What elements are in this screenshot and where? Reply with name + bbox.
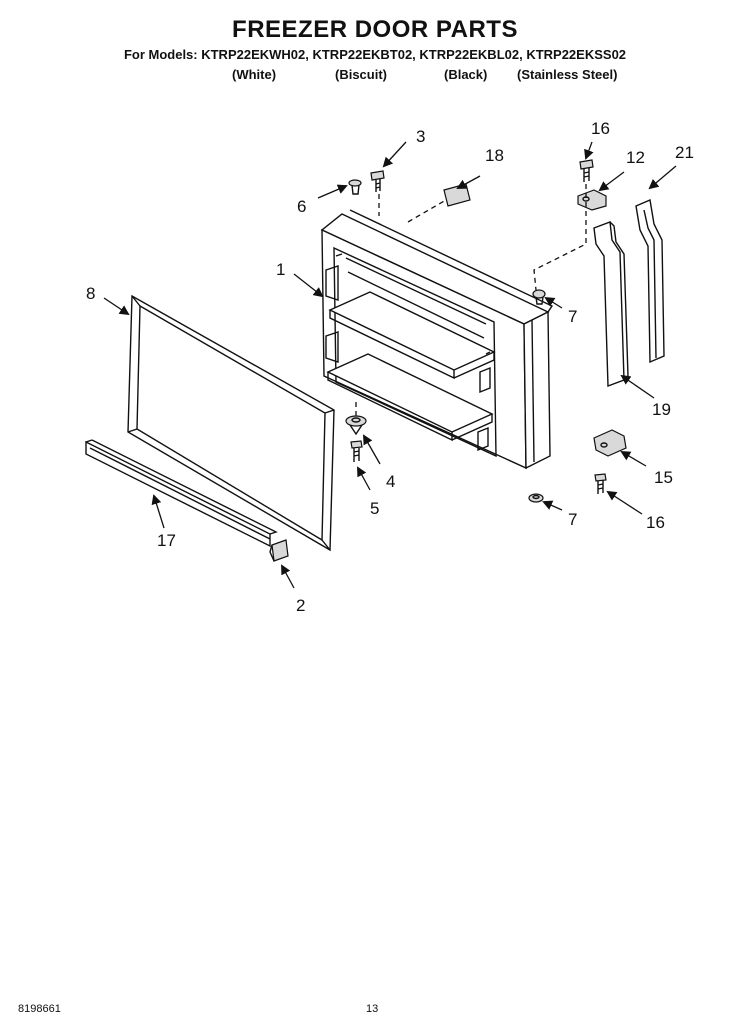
part-door-gasket <box>127 294 335 552</box>
part-screw-bottom <box>350 440 363 462</box>
part-hinge-bushing <box>528 493 544 503</box>
part-hinge-plug-top <box>532 289 546 305</box>
variant-stainless-steel: (Stainless Steel) <box>517 67 618 82</box>
part-hinge-screw-bottom <box>594 473 607 494</box>
callout-16-bottom: 16 <box>646 513 665 532</box>
document-number: 8198661 <box>18 1003 61 1015</box>
callout-4: 4 <box>386 472 395 491</box>
callout-6: 6 <box>297 197 306 216</box>
part-door-handle <box>635 199 665 364</box>
callout-7-bottom: 7 <box>568 510 577 529</box>
callout-leaders <box>103 141 677 589</box>
callout-7-top: 7 <box>568 307 577 326</box>
callout-16-top: 16 <box>591 119 610 138</box>
callout-17: 17 <box>157 531 176 550</box>
part-screw-top <box>370 170 385 192</box>
callout-21: 21 <box>675 143 694 162</box>
callout-1: 1 <box>276 260 285 279</box>
callout-5: 5 <box>370 499 379 518</box>
part-plug-top <box>348 179 362 195</box>
part-top-hinge <box>577 189 607 211</box>
variant-biscuit: (Biscuit) <box>335 67 387 82</box>
page-number: 13 <box>366 1003 379 1015</box>
part-handle-trim <box>593 221 629 387</box>
part-freezer-door-assembly <box>320 209 554 470</box>
callout-8: 8 <box>86 284 95 303</box>
part-hinge-screw-top <box>579 159 594 182</box>
model-list: For Models: KTRP22EKWH02, KTRP22EKBT02, … <box>123 47 627 62</box>
callout-3: 3 <box>416 127 425 146</box>
variant-black: (Black) <box>444 67 488 82</box>
part-bottom-trim <box>85 439 278 548</box>
assembly-lines <box>355 184 587 416</box>
callout-2: 2 <box>296 596 305 615</box>
callout-numbers: 3 6 18 16 12 21 1 8 7 19 4 5 15 7 16 17 … <box>86 119 694 615</box>
part-label <box>443 183 471 207</box>
page-title: FREEZER DOOR PARTS <box>232 16 518 43</box>
part-bottom-hinge <box>593 429 627 457</box>
variant-white: (White) <box>232 67 277 82</box>
callout-19: 19 <box>652 400 671 419</box>
part-trim-end-clip <box>269 539 289 562</box>
callout-15: 15 <box>654 468 673 487</box>
part-hinge-cam <box>345 415 367 436</box>
callout-12: 12 <box>626 148 645 167</box>
callout-18: 18 <box>485 146 504 165</box>
